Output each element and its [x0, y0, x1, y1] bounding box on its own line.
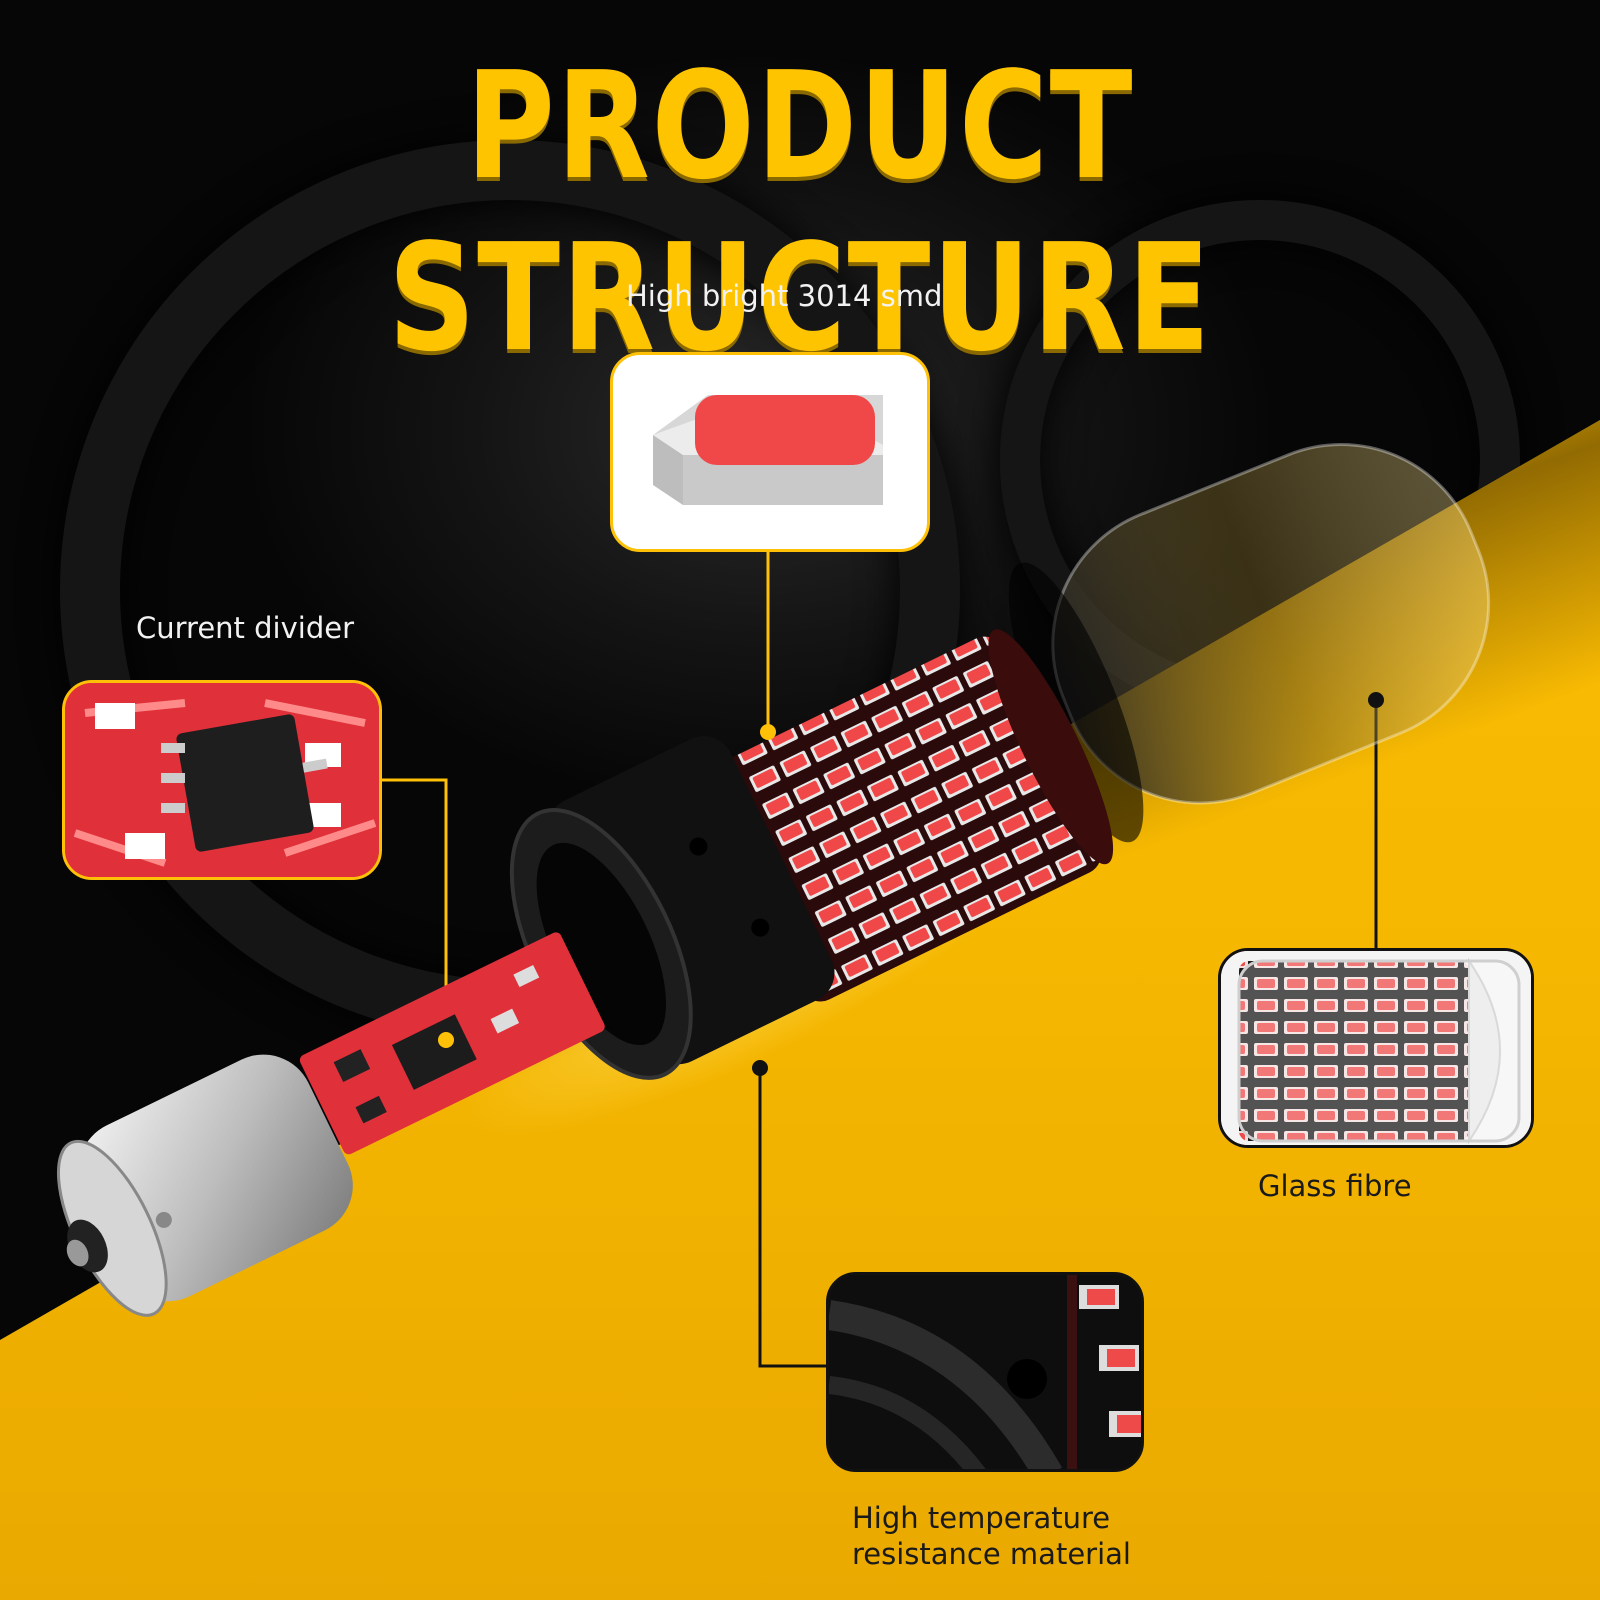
smd-chip-icon: [653, 395, 883, 505]
glass-callout-box: [1218, 948, 1534, 1148]
glass-bulb-icon: [1221, 951, 1531, 1145]
smd-pointer-dot: [760, 724, 776, 740]
smd-label: High bright 3014 smd: [626, 279, 943, 313]
divider-label: Current divider: [136, 611, 354, 645]
black-housing: [509, 736, 835, 1080]
material-label-line1: High temperature: [852, 1501, 1111, 1535]
glass-cover: [1008, 443, 1491, 843]
pcb-chip-icon: [65, 683, 379, 877]
material-label-line2: resistance material: [852, 1537, 1131, 1571]
divider-pointer-dot: [438, 1032, 454, 1048]
housing-closeup-icon: [829, 1275, 1141, 1469]
material-pointer-dot: [752, 1060, 768, 1076]
divider-callout-box: [62, 680, 382, 880]
glass-pointer-dot: [1368, 692, 1384, 708]
metal-base: [56, 1054, 353, 1317]
smd-callout-box: [610, 352, 930, 552]
glass-label: Glass fibre: [1258, 1169, 1412, 1203]
material-callout-box: [826, 1272, 1144, 1472]
